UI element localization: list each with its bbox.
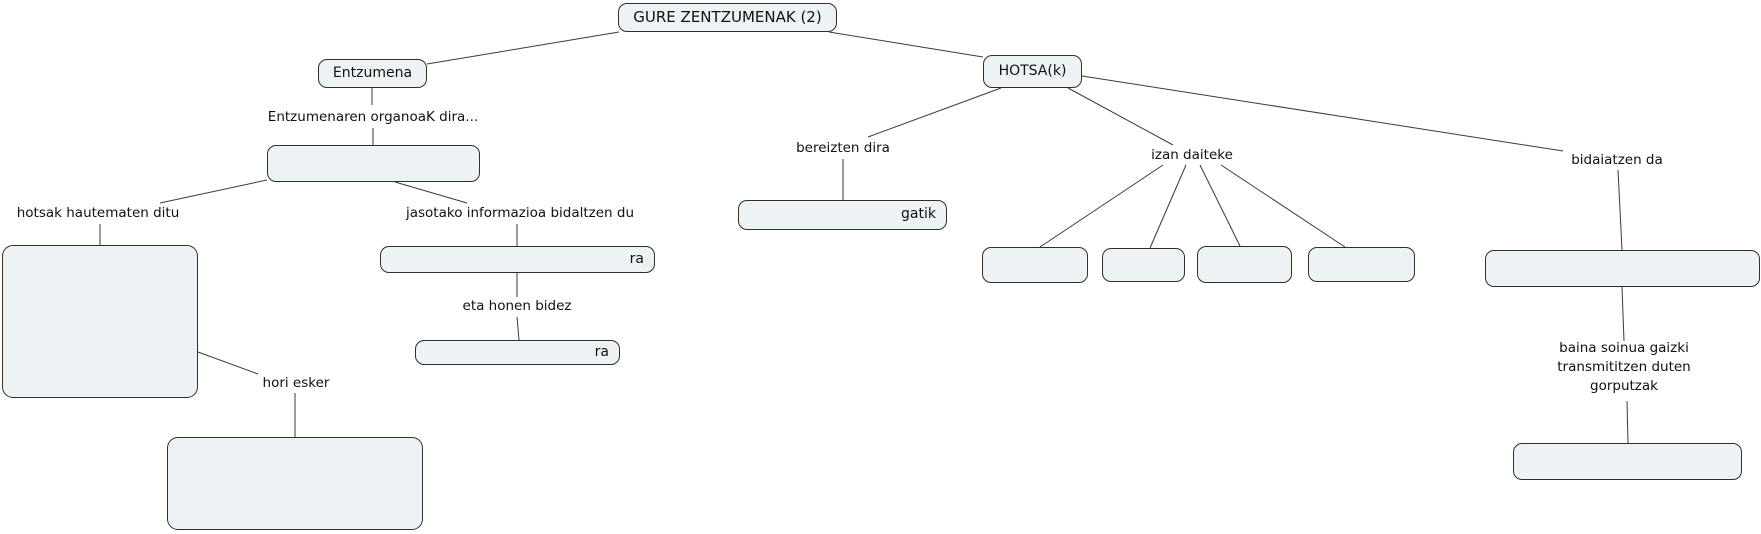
connector-line — [159, 179, 268, 204]
connector-line — [1199, 164, 1241, 247]
concept-node-blank-sound-type-1[interactable] — [982, 247, 1088, 283]
concept-node-blank-sound-detector[interactable] — [2, 245, 198, 398]
connector-line — [867, 87, 1002, 138]
concept-node-entzumena[interactable]: Entzumena — [318, 59, 427, 88]
linking-phrase-jasotako-informazioa[interactable]: jasotako informazioa bidaltzen du — [405, 205, 635, 221]
connector-line — [426, 31, 620, 65]
connector-line — [1621, 286, 1625, 342]
concept-node-gatik-suffix[interactable]: gatik — [738, 200, 947, 230]
connector-line — [1039, 164, 1164, 248]
linking-phrase-izan-daiteke[interactable]: izan daiteke — [1151, 147, 1233, 163]
linking-phrase-baina-soinua[interactable]: baina soinua gaizki transmititzen duten … — [1557, 340, 1691, 394]
concept-node-blank-hori-esker[interactable] — [167, 437, 423, 530]
concept-node-blank-travel-medium[interactable] — [1485, 250, 1760, 287]
connector-line — [1081, 75, 1564, 152]
linking-phrase-eta-honen-bidez[interactable]: eta honen bidez — [462, 298, 572, 314]
connector-line — [197, 351, 259, 375]
linking-phrase-bidaiatzen-da[interactable]: bidaiatzen da — [1571, 152, 1663, 168]
linking-phrase-hori-esker[interactable]: hori esker — [262, 375, 330, 391]
concept-node-blank-sound-type-2[interactable] — [1102, 248, 1185, 282]
connector-line — [1626, 400, 1629, 444]
linking-phrase-hotsak-hautematen[interactable]: hotsak hautematen ditu — [16, 205, 180, 221]
concept-node-blank-sound-type-4[interactable] — [1308, 247, 1415, 282]
connector-line — [1149, 164, 1187, 249]
concept-node-blank-sound-type-3[interactable] — [1197, 246, 1292, 283]
concept-node-blank-hearing-organ[interactable] — [267, 145, 480, 182]
connector-line — [1220, 164, 1346, 248]
connector-line — [828, 31, 984, 58]
concept-node-hotsa[interactable]: HOTSA(k) — [983, 55, 1082, 88]
concept-node-gure-zentzumenak[interactable]: GURE ZENTZUMENAK (2) — [618, 3, 837, 32]
connector-line — [394, 181, 468, 204]
concept-node-blank-bad-transmitter[interactable] — [1513, 443, 1742, 480]
connector-line — [1617, 169, 1623, 251]
connector-line — [1067, 87, 1174, 146]
connector-line — [516, 316, 520, 341]
concept-node-ra-suffix-2[interactable]: ra — [415, 340, 620, 365]
linking-phrase-bereizten-dira[interactable]: bereizten dira — [796, 140, 890, 156]
concept-node-ra-suffix-1[interactable]: ra — [380, 246, 655, 273]
linking-phrase-organoak-dira[interactable]: Entzumenaren organoaK dira... — [267, 109, 479, 125]
